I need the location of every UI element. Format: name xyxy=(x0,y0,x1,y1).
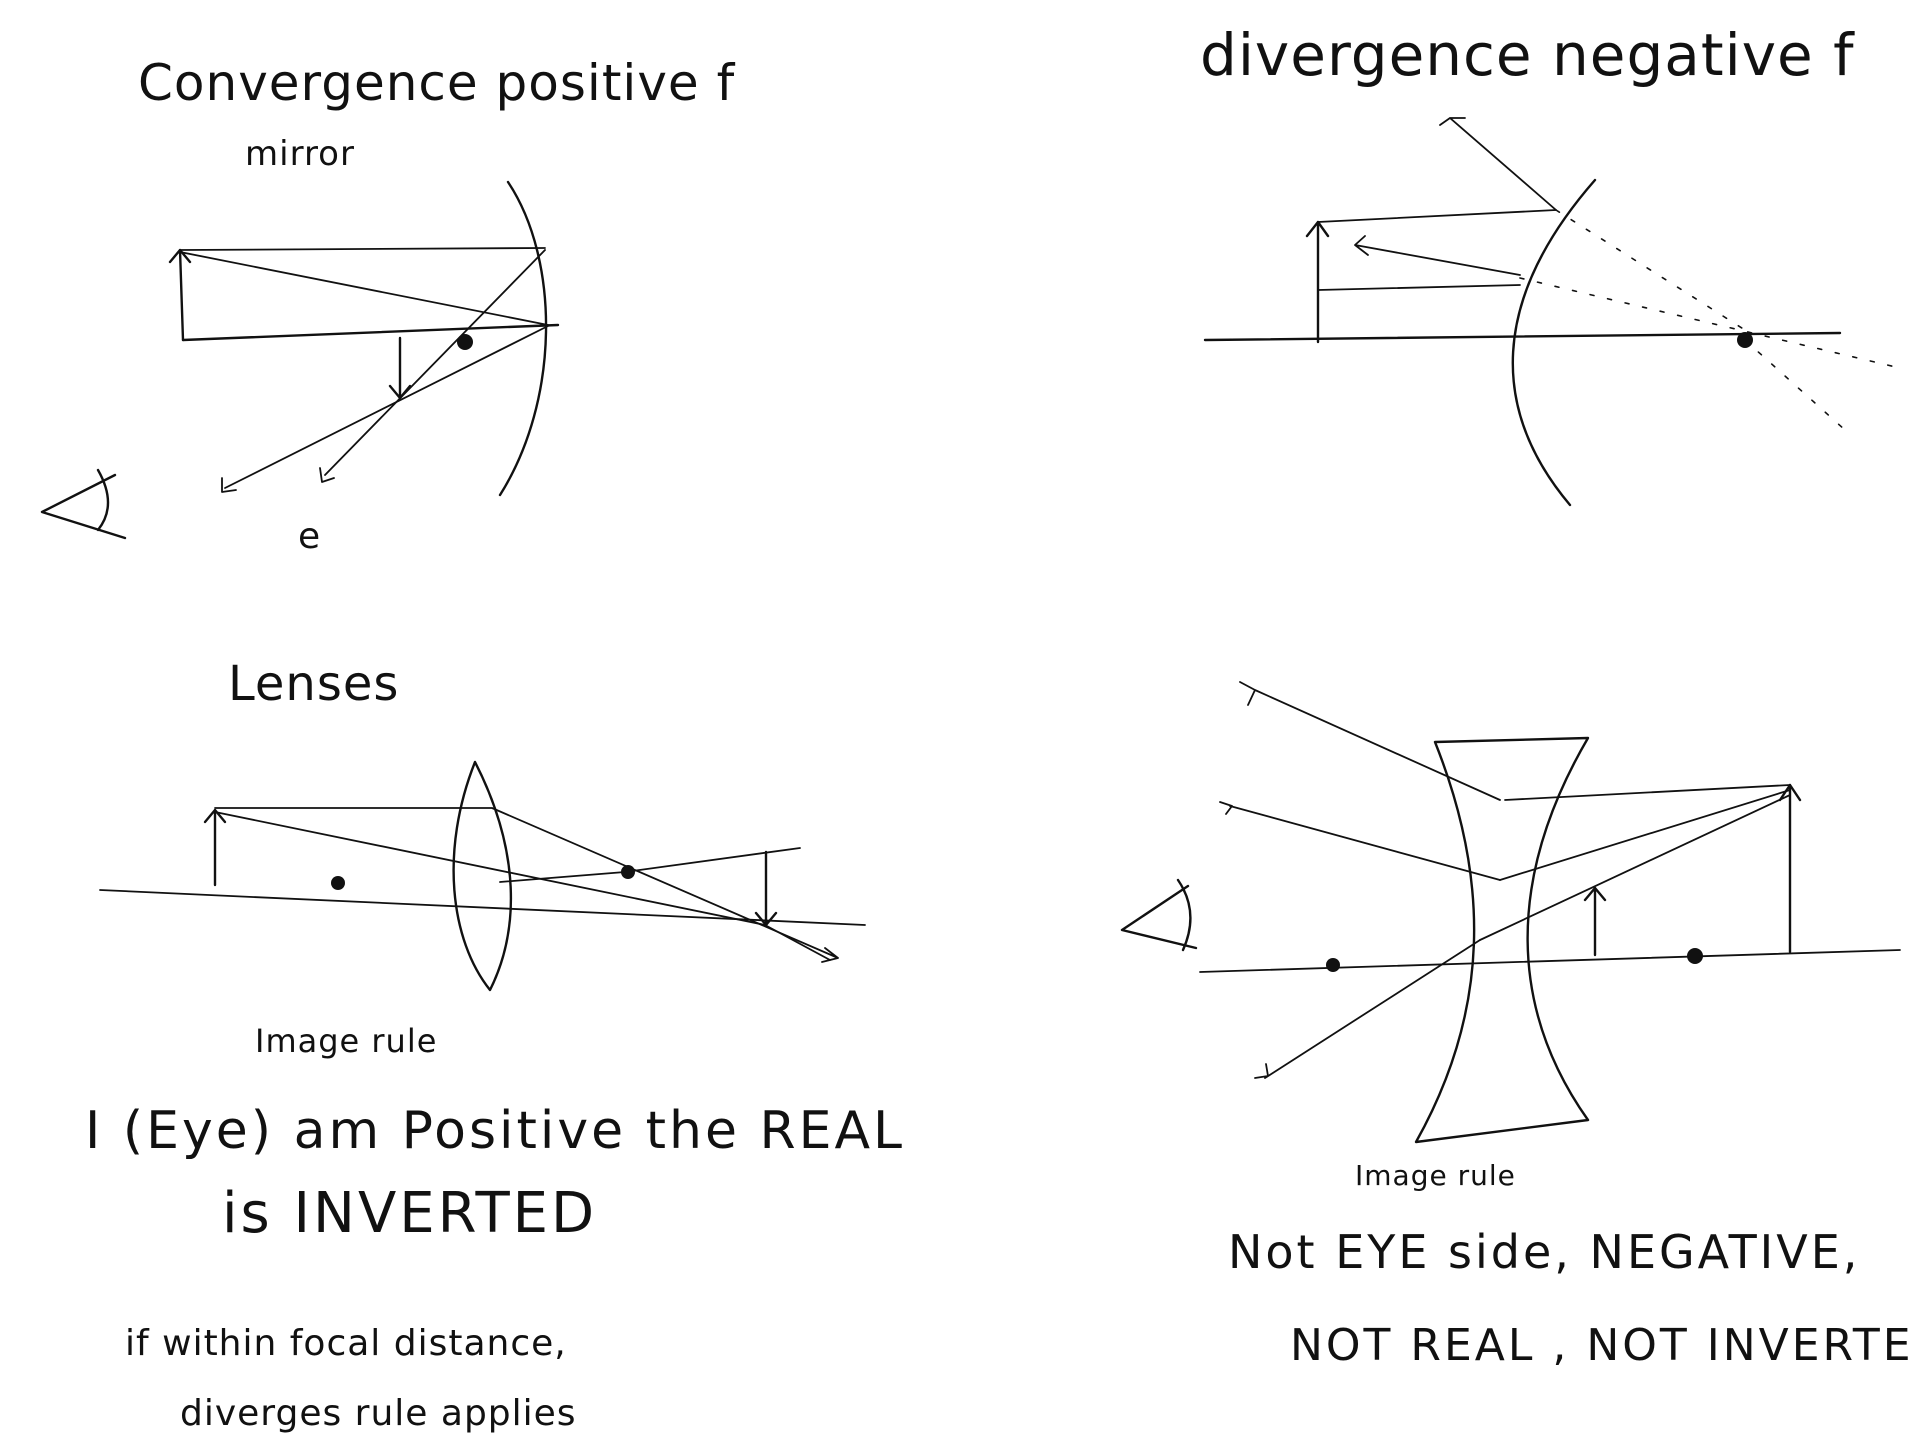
focal-point-left-4 xyxy=(1326,958,1340,972)
focal-point-left xyxy=(331,876,345,890)
object-arrow-2 xyxy=(1305,220,1330,344)
lens-converge-panel: Lenses Image rule I (Eye) am Positive th… xyxy=(85,656,905,1434)
rule2-line-1: Not EYE side, NEGATIVE, xyxy=(1228,1225,1860,1279)
concave-lens xyxy=(1414,736,1590,1144)
virtual-extension-3 xyxy=(1744,339,1846,431)
convex-mirror xyxy=(1511,178,1597,507)
ray-parallel-2 xyxy=(1317,209,1557,223)
ray-parallel xyxy=(179,247,546,251)
mirror-diverge-panel: divergence negative f xyxy=(1200,21,1901,507)
diverging-ray-2 xyxy=(1219,801,1501,881)
focal-point xyxy=(457,334,473,350)
principal-axis-2 xyxy=(1203,331,1842,342)
ray-parallel-3 xyxy=(214,807,839,963)
object-arrow-3 xyxy=(203,808,227,887)
reflected-ray-1 xyxy=(319,249,546,483)
ray-inner xyxy=(1317,284,1521,291)
reflected-ray-2 xyxy=(221,325,549,493)
image-arrow-4 xyxy=(1583,886,1607,957)
object-arrow xyxy=(168,248,192,342)
focal-point-right xyxy=(621,865,635,879)
concave-mirror xyxy=(498,180,548,497)
lens-diverge-panel: Image rule Not EYE side, NEGATIVE, NOT R… xyxy=(1120,681,1915,1371)
incoming-ray-3 xyxy=(1479,794,1791,941)
image-arrow-3 xyxy=(754,850,778,927)
eye-icon xyxy=(40,468,127,540)
incoming-ray-2 xyxy=(1499,789,1791,881)
incoming-ray-1 xyxy=(1504,784,1791,801)
principal-axis xyxy=(181,323,560,342)
focal-point-2 xyxy=(1737,332,1753,348)
rule2-line-2: NOT REAL , NOT INVERTED xyxy=(1290,1320,1915,1371)
object-arrow-4 xyxy=(1778,783,1802,954)
virtual-extension-1 xyxy=(1555,209,1746,331)
eye-icon-2 xyxy=(1120,878,1198,952)
lens-image-rule-caption: Image rule xyxy=(255,1022,437,1060)
rule-line-2: is INVERTED xyxy=(222,1181,597,1246)
diverging-ray-3 xyxy=(1254,939,1481,1079)
ray-through-center xyxy=(214,811,831,961)
note-line-2: diverges rule applies xyxy=(180,1393,577,1434)
lens-title: Lenses xyxy=(228,656,399,712)
ray-to-vertex xyxy=(179,251,549,326)
focal-point-right-4 xyxy=(1687,948,1703,964)
mirror-converge-panel: Convergence positive f mirror e xyxy=(40,54,736,557)
mirror-converge-subtitle: mirror xyxy=(245,134,355,174)
rule-line-1: I (Eye) am Positive the REAL xyxy=(85,1101,905,1161)
note-line-1: if within focal distance, xyxy=(125,1323,567,1364)
mirror-converge-title: Convergence positive f xyxy=(138,54,736,112)
diverging-ray-1 xyxy=(1239,681,1501,801)
mirror-diverge-title: divergence negative f xyxy=(1200,21,1855,89)
principal-axis-4 xyxy=(1199,949,1901,973)
convex-lens xyxy=(452,760,513,992)
image-arrow xyxy=(388,336,412,400)
virtual-extension-2 xyxy=(1519,277,1901,369)
reflected-ray-top xyxy=(1439,117,1557,211)
reflected-ray-inner xyxy=(1354,235,1521,276)
lens2-image-rule-caption: Image rule xyxy=(1355,1159,1516,1192)
label-e: e xyxy=(298,516,321,557)
